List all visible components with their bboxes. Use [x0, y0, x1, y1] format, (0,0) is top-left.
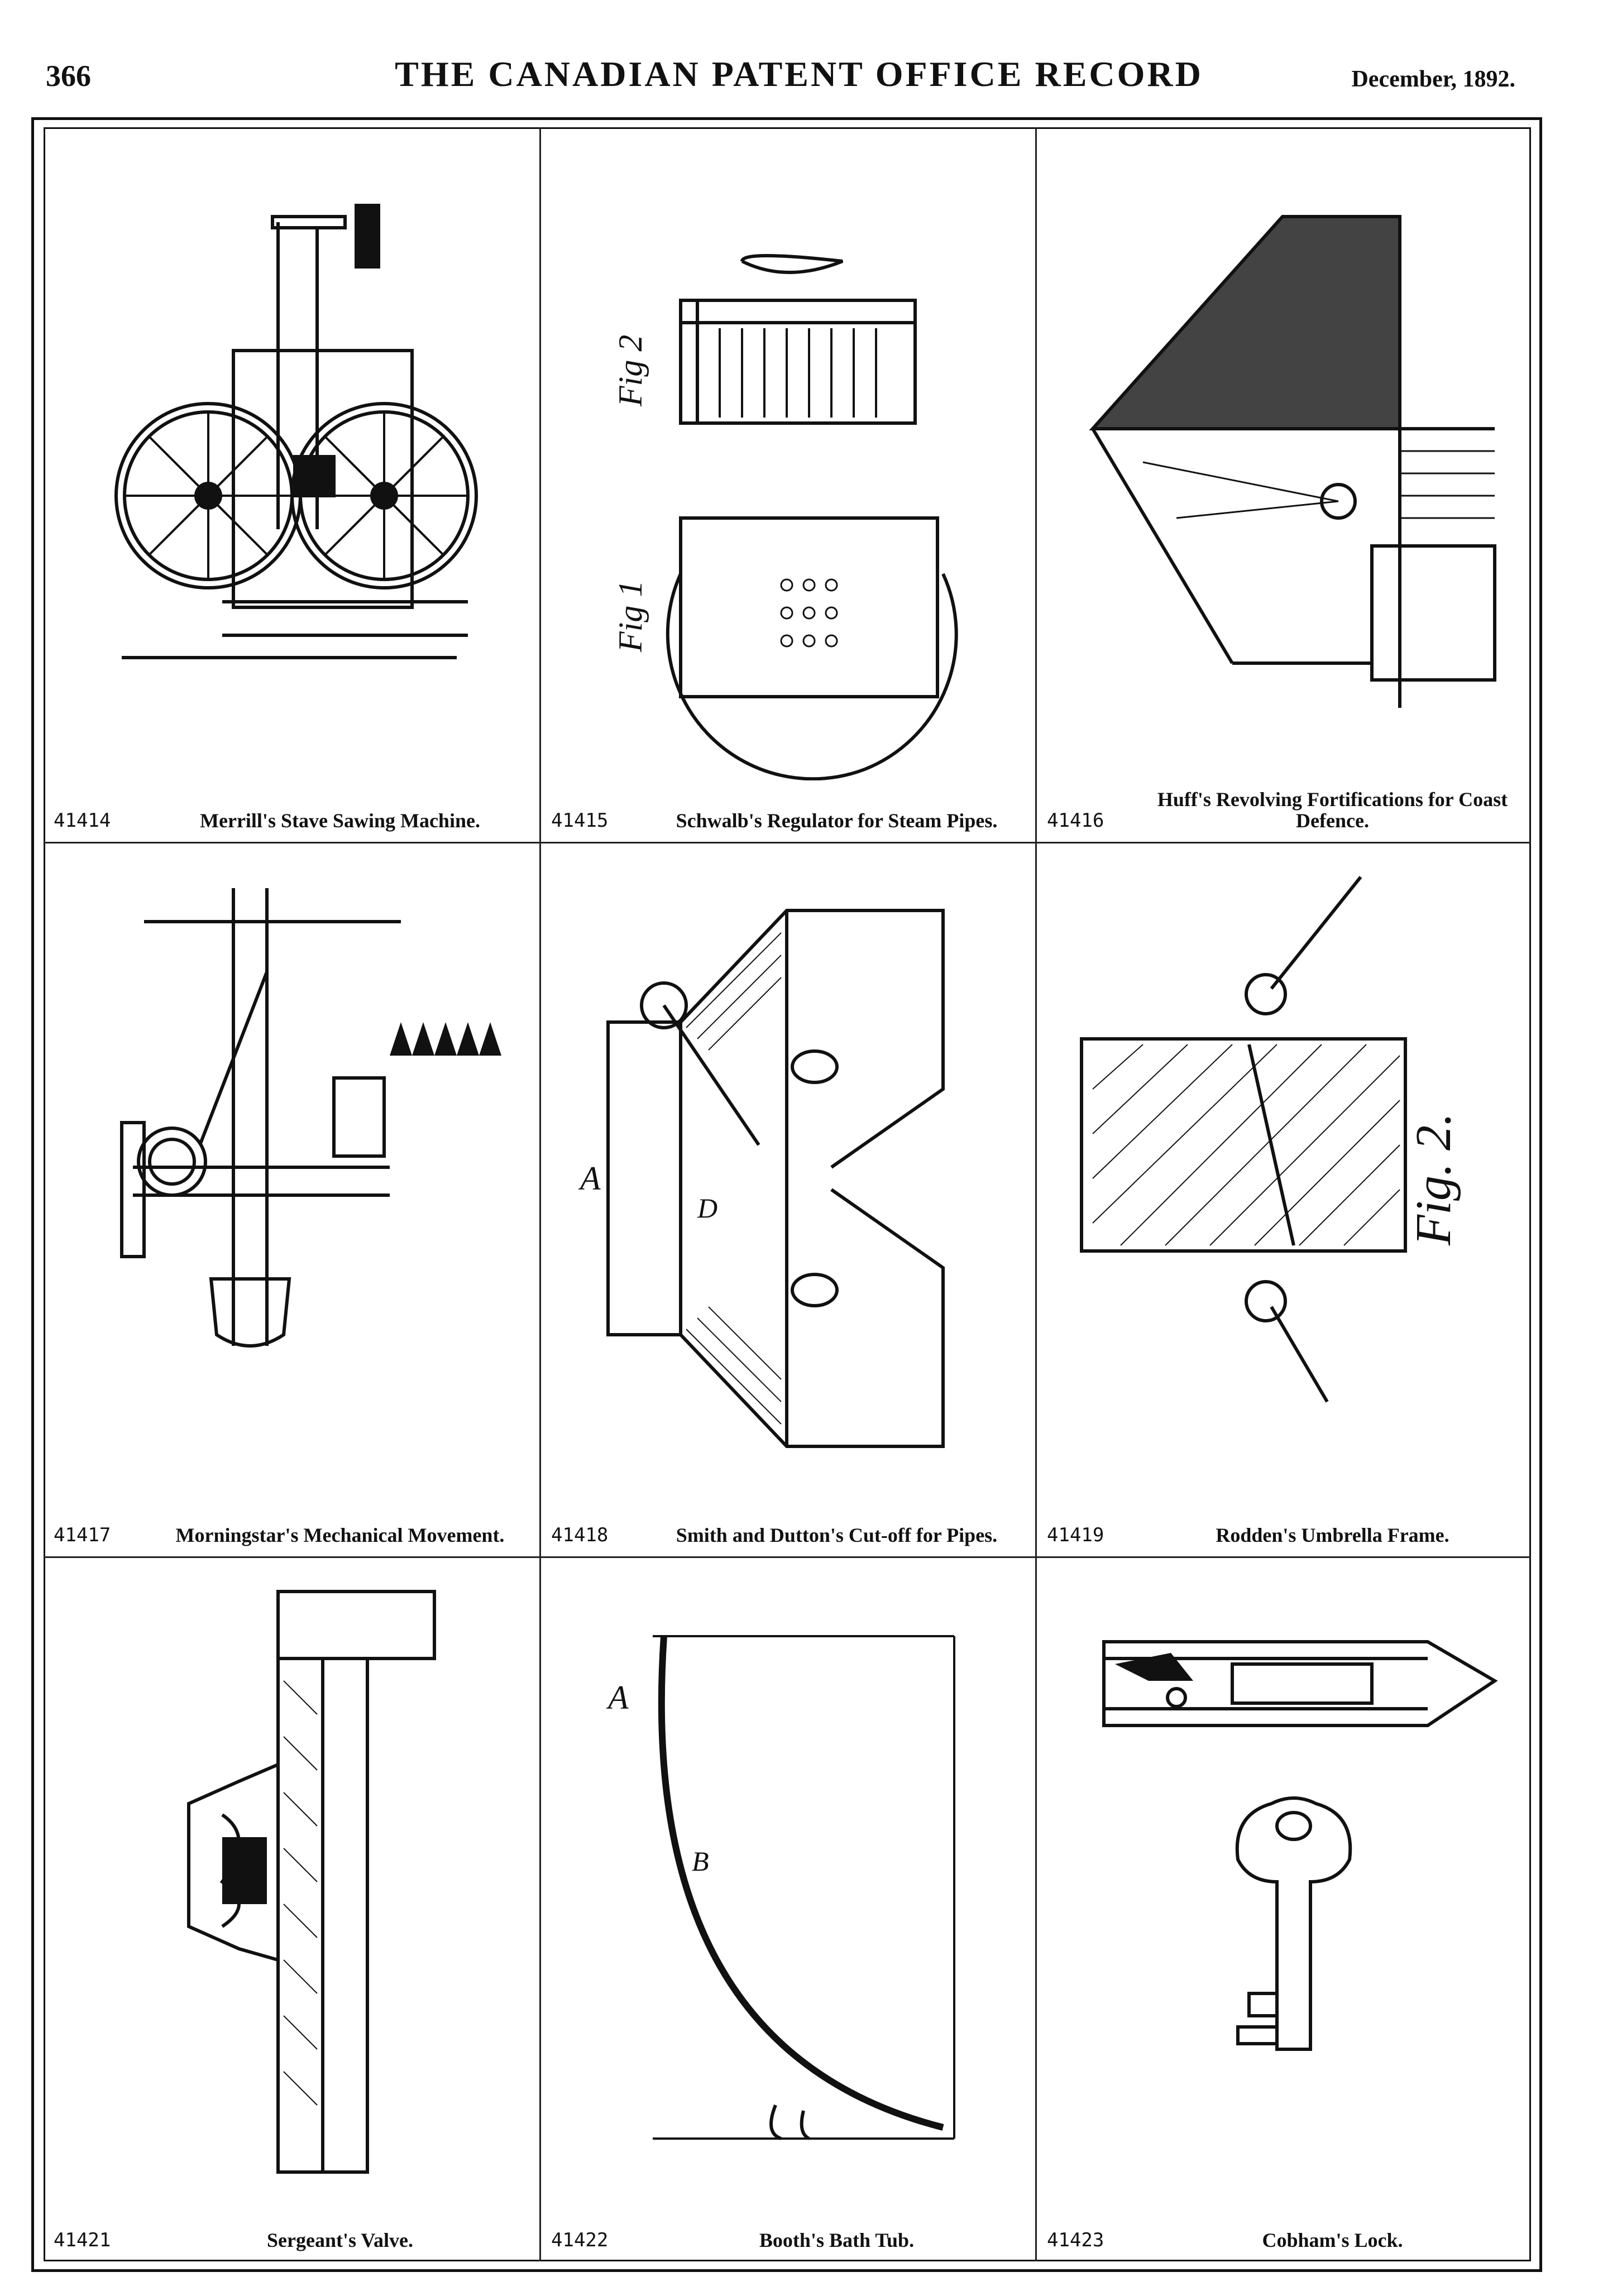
patent-title: Huff's Revolving Fortifications for Coas… — [1157, 788, 1508, 832]
valve-drawing — [187, 1590, 436, 2174]
page-number: 366 — [46, 59, 91, 93]
patent-number: 41423 — [1047, 2229, 1104, 2251]
figure-label-fig2: Fig. 2. — [1406, 1113, 1461, 1246]
patent-cell-41415: Fig 2 Fig 1 41415 Schwalb's Regulator fo… — [541, 127, 1035, 842]
patent-caption: 41421 Sergeant's Valve. — [54, 2212, 532, 2251]
patent-title: Merrill's Stave Sawing Machine. — [200, 809, 480, 832]
patent-title: Smith and Dutton's Cut-off for Pipes. — [676, 1524, 998, 1547]
column-divider — [539, 127, 541, 2261]
patent-number: 41416 — [1047, 809, 1104, 832]
patent-caption: 41418 Smith and Dutton's Cut-off for Pip… — [551, 1507, 1027, 1546]
patent-caption: 41416 Huff's Revolving Fortifications fo… — [1047, 789, 1523, 832]
patent-number: 41415 — [551, 809, 609, 832]
patent-number: 41417 — [54, 1524, 111, 1546]
patent-grid: 41414 Merrill's Stave Sawing Machine. — [44, 127, 1531, 2261]
patent-title: Rodden's Umbrella Frame. — [1216, 1524, 1449, 1547]
patent-number: 41422 — [551, 2229, 609, 2251]
patent-caption: 41423 Cobham's Lock. — [1047, 2212, 1523, 2251]
patent-cell-41419: Fig. 2. 41419 Rodden's Umbrella Frame. — [1037, 843, 1531, 1556]
patent-title: Morningstar's Mechanical Movement. — [175, 1524, 505, 1547]
patent-title: Sergeant's Valve. — [266, 2229, 413, 2252]
journal-title: THE CANADIAN PATENT OFFICE RECORD — [395, 54, 1203, 94]
bath-tub-drawing: A B — [606, 1635, 955, 2140]
row-divider — [44, 1556, 1531, 1558]
figure-label-D: D — [697, 1192, 717, 1224]
patent-cell-41416: 41416 Huff's Revolving Fortifications fo… — [1037, 127, 1531, 842]
page-border-inner — [44, 127, 1531, 2261]
patent-number: 41421 — [54, 2229, 111, 2251]
patent-cell-41418: A D 41418 Smith and Dutton's Cut-off for… — [541, 843, 1035, 1556]
page-border-outer — [31, 117, 1542, 2272]
figure-label-fig2: Fig 2 — [612, 335, 649, 407]
figure-label-B: B — [692, 1846, 709, 1877]
umbrella-frame-drawing: Fig. 2. — [1080, 876, 1461, 1403]
patent-caption: 41414 Merrill's Stave Sawing Machine. — [54, 793, 532, 832]
patent-number: 41418 — [551, 1524, 609, 1546]
patent-caption: 41417 Morningstar's Mechanical Movement. — [54, 1507, 532, 1546]
patent-caption: 41422 Booth's Bath Tub. — [551, 2212, 1027, 2251]
lock-drawing — [1102, 1640, 1498, 2051]
patent-cell-41422: A B 41422 Booth's Bath Tub. — [541, 1558, 1035, 2261]
issue-date: December, 1892. — [1351, 66, 1515, 92]
patent-number: 41414 — [54, 809, 111, 832]
steam-pipe-regulator-drawing: Fig 2 Fig 1 — [612, 254, 958, 780]
figure-label-A: A — [606, 1679, 629, 1716]
patent-number: 41419 — [1047, 1524, 1104, 1546]
revolving-fortification-drawing — [1089, 215, 1496, 708]
patent-title: Schwalb's Regulator for Steam Pipes. — [676, 809, 998, 832]
figure-label-A: A — [578, 1160, 601, 1197]
figure-label-fig1: Fig 1 — [612, 581, 649, 653]
patent-caption: 41415 Schwalb's Regulator for Steam Pipe… — [551, 793, 1027, 832]
patent-title: Cobham's Lock. — [1262, 2229, 1403, 2252]
patent-title: Booth's Bath Tub. — [759, 2229, 915, 2252]
patent-cell-41414: 41414 Merrill's Stave Sawing Machine. — [44, 127, 539, 842]
column-divider — [1035, 127, 1037, 2261]
patent-cell-41421: 41421 Sergeant's Valve. — [44, 1558, 539, 2261]
patent-cell-41423: 41423 Cobham's Lock. — [1037, 1558, 1531, 2261]
stave-sawing-machine-drawing — [114, 204, 478, 659]
patent-caption: 41419 Rodden's Umbrella Frame. — [1047, 1507, 1523, 1546]
row-divider — [44, 842, 1531, 843]
pipe-cutoff-drawing: A D — [578, 909, 945, 1448]
mechanical-movement-drawing — [120, 888, 501, 1348]
page-header: 366 THE CANADIAN PATENT OFFICE RECORD De… — [0, 0, 1598, 117]
patent-cell-41417: 41417 Morningstar's Mechanical Movement. — [44, 843, 539, 1556]
